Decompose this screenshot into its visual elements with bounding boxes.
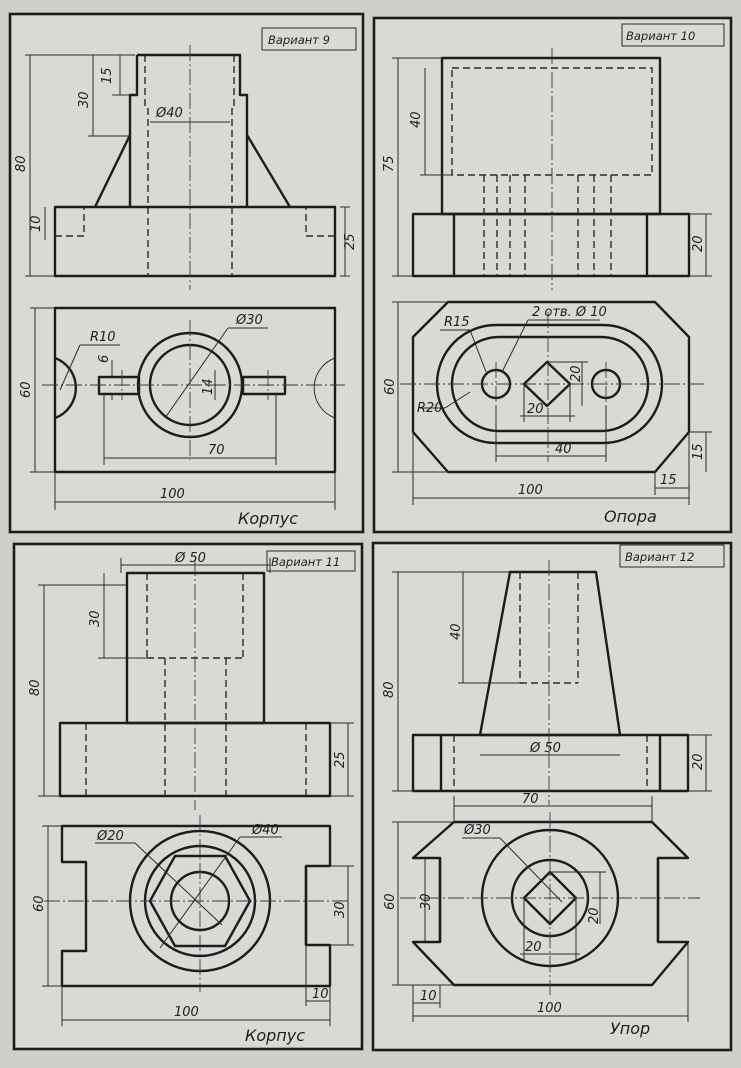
dim-60: 60: [19, 381, 34, 398]
top-view: [42, 306, 345, 474]
dim-100: 100: [160, 487, 185, 502]
part-name: Упор: [610, 1019, 650, 1038]
dim-20: 20: [691, 753, 706, 770]
dim-60: 60: [383, 893, 398, 910]
variant-label-box: [621, 23, 725, 47]
front-dimensions: [392, 57, 712, 277]
dimension-labels: Ø 50 30 80 25 Ø20 Ø40 60 30 10 100: [28, 551, 348, 1020]
panel-variant-12: Вариант 12: [371, 541, 733, 1052]
dim-70: 70: [522, 792, 539, 807]
dim-100: 100: [537, 1001, 562, 1016]
top-view: [400, 300, 705, 474]
variant-title: Вариант 12: [625, 550, 694, 564]
dim-100: 100: [174, 1005, 199, 1020]
top-dimensions: [392, 796, 689, 1022]
dim-6: 6: [97, 355, 112, 363]
dim-10: 10: [29, 215, 44, 232]
dim-10: 10: [312, 987, 329, 1002]
dim-25: 25: [333, 751, 348, 768]
dimension-labels: 40 75 20 R15 2 отв. Ø 10 R20 20 20 40 60…: [382, 111, 706, 498]
dim-30: 30: [88, 610, 103, 627]
dim-d40: Ø40: [155, 106, 183, 121]
dim-30: 30: [77, 91, 92, 108]
part-name: Корпус: [245, 1026, 305, 1045]
dim-15-horizontal: 15: [660, 473, 677, 488]
dim-15: 15: [100, 67, 115, 84]
front-view: [58, 560, 332, 810]
panel-frame: [8, 12, 365, 534]
front-dimensions: [38, 558, 354, 797]
dim-80: 80: [382, 681, 397, 698]
panel-variant-9: Вариант 9: [8, 12, 365, 534]
part-name: Корпус: [238, 509, 298, 528]
dim-d50: Ø 50: [529, 741, 561, 756]
dim-30-slot: 30: [333, 901, 348, 918]
dimension-labels: 15 30 Ø40 80 10 25 R10 Ø30 6 14 70 60 10…: [14, 67, 358, 502]
dim-d40: Ø40: [251, 823, 279, 838]
front-view: [53, 45, 337, 290]
dim-20-vertical: 20: [569, 365, 584, 382]
dim-10: 10: [420, 989, 437, 1004]
variant-label-box: [266, 550, 356, 572]
top-dimensions: [392, 301, 712, 505]
dim-2holes-d10: 2 отв. Ø 10: [532, 305, 607, 320]
dim-r10: R10: [90, 330, 116, 345]
top-dimensions: [42, 825, 354, 1026]
front-view: [411, 560, 690, 805]
dim-d20: Ø20: [96, 829, 124, 844]
panel-variant-10: Вариант 10: [372, 16, 733, 534]
front-view: [411, 48, 691, 290]
dimension-labels: 40 80 Ø 50 20 70 Ø30 60 30 20 20 10 100: [382, 623, 706, 1016]
dim-40-holes: 40: [555, 442, 572, 457]
variant-title: Вариант 11: [271, 555, 340, 569]
dim-r15: R15: [444, 315, 470, 330]
dim-15-vertical: 15: [691, 443, 706, 460]
front-dimensions: [25, 54, 350, 277]
dim-75: 75: [382, 155, 397, 172]
dim-d30: Ø30: [463, 823, 491, 838]
dim-20-horizontal: 20: [527, 402, 544, 417]
dim-14: 14: [201, 378, 216, 395]
dim-70: 70: [208, 443, 225, 458]
panel-variant-11: Вариант 11: [12, 542, 364, 1051]
dim-30: 30: [419, 893, 434, 910]
dim-40: 40: [409, 111, 424, 128]
dim-d30: Ø30: [235, 313, 263, 328]
dim-100: 100: [518, 483, 543, 498]
variant-label-box: [261, 27, 357, 51]
panel-frame: [371, 541, 733, 1052]
dim-80: 80: [14, 155, 29, 172]
part-name: Опора: [604, 507, 657, 526]
front-dimensions: [392, 571, 712, 792]
dim-r20: R20: [417, 401, 443, 416]
dim-60: 60: [383, 378, 398, 395]
dim-20-vertical: 20: [587, 907, 602, 924]
variant-title: Вариант 9: [268, 33, 330, 47]
dim-d50: Ø 50: [174, 551, 206, 566]
top-dimensions: [30, 307, 336, 510]
top-view: [400, 812, 700, 995]
dim-20-horizontal: 20: [525, 940, 542, 955]
dim-20: 20: [691, 235, 706, 252]
variant-label-box: [619, 544, 725, 568]
dim-40: 40: [449, 623, 464, 640]
dim-25: 25: [343, 233, 358, 250]
dim-80: 80: [28, 679, 43, 696]
variant-title: Вариант 10: [626, 29, 695, 43]
dim-60: 60: [32, 895, 47, 912]
